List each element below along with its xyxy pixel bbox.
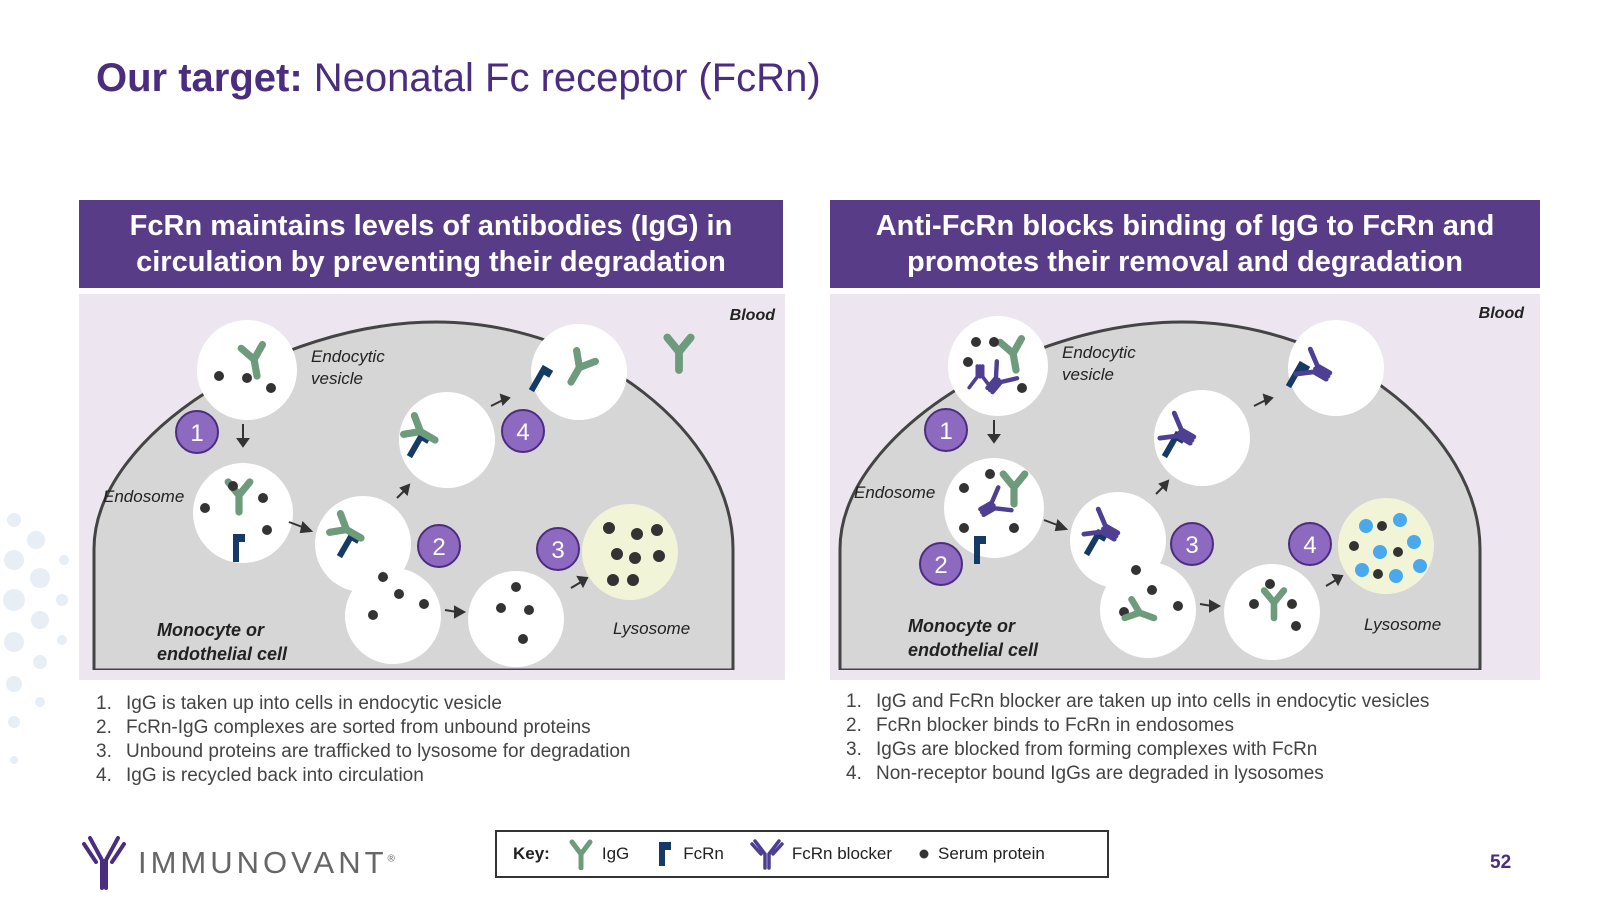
left-panel-heading: FcRn maintains levels of antibodies (IgG… [79,200,783,288]
list-item: 2.FcRn-IgG complexes are sorted from unb… [96,717,591,738]
serum-protein-icon [919,849,929,859]
key-item-serum: Serum protein [918,844,1045,864]
right-label-cell-1: Monocyte or [908,616,1016,636]
svg-text:2: 2 [934,552,947,579]
antibody-logo-icon [82,836,126,890]
list-item: 4.Non-receptor bound IgGs are degraded i… [846,763,1324,784]
logo-brand-text: IMMUNOVANT [138,845,388,880]
list-item: 4.IgG is recycled back into circulation [96,765,424,786]
left-badge-2: 2 [417,524,461,568]
svg-text:1: 1 [190,420,203,447]
fcrn-icon [659,842,672,866]
left-steps-list: 1.IgG is taken up into cells in endocyti… [96,692,631,788]
left-label-endocytic-2: vesicle [311,369,363,388]
right-badge-2: 2 [919,542,963,586]
right-diagram: 1 2 3 4 Blood Endocytic vesicle Endosome… [830,305,1540,680]
left-heading-line2: circulation by preventing their degradat… [136,246,726,278]
right-heading-line1: Anti-FcRn blocks binding of IgG to FcRn … [875,210,1495,242]
key-item-igg: IgG [568,838,629,870]
key-item-fcrn: FcRn [655,840,724,868]
right-badge-4: 4 [1288,522,1332,566]
left-blood-igg [667,338,690,371]
right-label-endocytic-2: vesicle [1062,365,1114,384]
right-badge-1: 1 [924,408,968,452]
left-badge-1: 1 [175,410,219,454]
title-rest: Neonatal Fc receptor (FcRn) [302,56,821,100]
right-label-endocytic-1: Endocytic [1062,343,1136,362]
left-endocytic-vesicle [197,320,297,420]
left-lysosome [582,504,678,600]
left-label-endosome: Endosome [103,487,184,506]
svg-text:1: 1 [939,418,952,445]
immunovant-logo: IMMUNOVANT® [80,836,395,890]
svg-text:4: 4 [1303,532,1316,559]
left-heading-line1: FcRn maintains levels of antibodies (IgG… [129,210,733,242]
fcrn-blocker-icon [750,839,784,870]
logo-registered-mark: ® [387,853,395,865]
left-label-blood: Blood [730,307,777,324]
igg-icon [569,839,593,870]
key-item-blocker: FcRn blocker [750,838,892,870]
list-item: 1.IgG is taken up into cells in endocyti… [96,693,502,714]
right-label-cell-2: endothelial cell [908,640,1039,660]
right-heading-line2: promotes their removal and degradation [907,246,1463,278]
svg-text:3: 3 [1185,532,1198,559]
list-item: 2.FcRn blocker binds to FcRn in endosome… [846,715,1234,736]
key-title: Key: [513,844,550,863]
svg-text:2: 2 [432,534,445,561]
list-item: 3.Unbound proteins are trafficked to lys… [96,741,631,762]
right-panel-heading: Anti-FcRn blocks binding of IgG to FcRn … [830,200,1540,288]
left-diagram: 1 2 3 4 Blood Endocytic vesicle Endosome… [79,307,785,680]
svg-text:4: 4 [516,419,529,446]
left-label-endocytic-1: Endocytic [311,347,385,366]
page-title: Our target: Neonatal Fc receptor (FcRn) [96,56,821,101]
right-label-endosome: Endosome [854,483,935,502]
left-label-lysosome: Lysosome [613,619,690,638]
left-badge-4: 4 [501,409,545,453]
right-steps-list: 1.IgG and FcRn blocker are taken up into… [846,690,1429,786]
legend-key: Key: IgG FcRn FcRn blocker Serum protein [495,830,1109,878]
left-label-cell-2: endothelial cell [157,644,288,664]
left-badge-3: 3 [536,527,580,571]
right-label-blood: Blood [1479,305,1526,322]
title-bold: Our target: [96,56,303,100]
left-endosome [193,463,293,563]
list-item: 3.IgGs are blocked from forming complexe… [846,739,1318,760]
svg-text:3: 3 [551,537,564,564]
list-item: 1.IgG and FcRn blocker are taken up into… [846,691,1430,712]
left-label-cell-1: Monocyte or [157,620,265,640]
right-label-lysosome: Lysosome [1364,615,1441,634]
right-badge-3: 3 [1170,522,1214,566]
page-number: 52 [1490,852,1512,873]
